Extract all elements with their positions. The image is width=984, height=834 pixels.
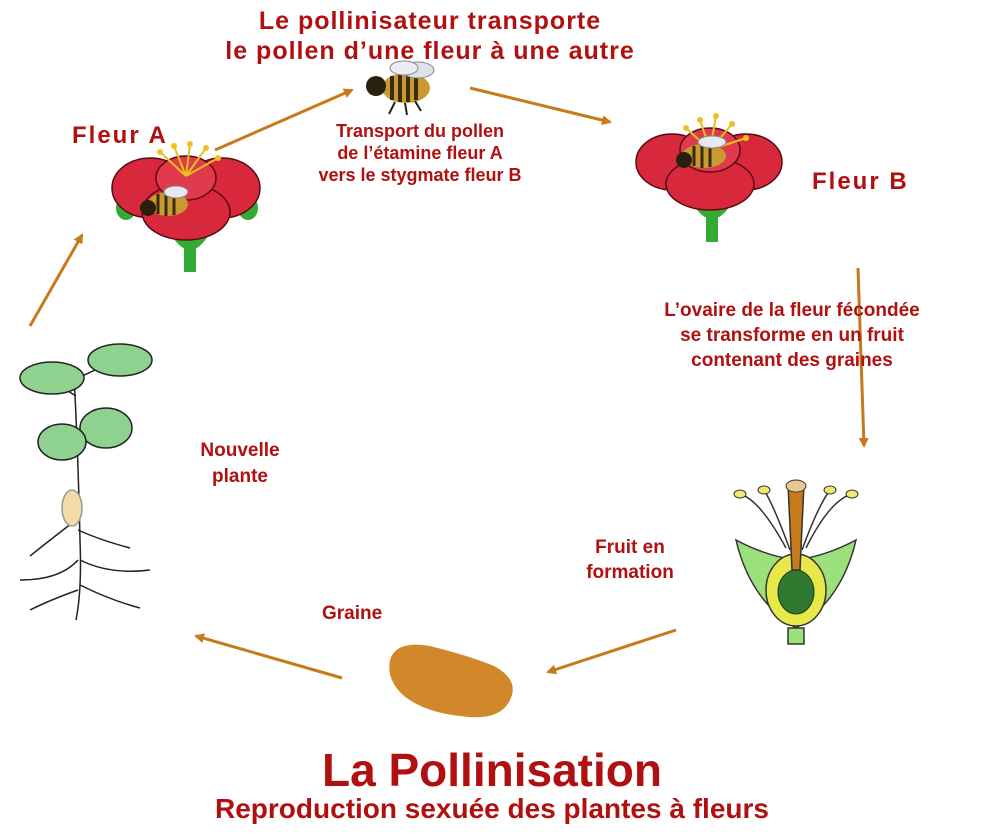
ovary-caption-line1: L’ovaire de la fleur fécondée: [612, 298, 972, 323]
transport-caption-line2: de l’étamine fleur A: [265, 142, 575, 164]
seed-icon: [389, 645, 513, 718]
arrow-graine-to-plante: [196, 636, 342, 678]
page-subtitle: Reproduction sexuée des plantes à fleurs: [0, 792, 984, 826]
new-plant-icon: [20, 344, 152, 620]
fruit-caption: Fruit en formation: [565, 535, 695, 585]
transport-caption: Transport du pollen de l’étamine fleur A…: [265, 120, 575, 186]
page-title: La Pollinisation: [0, 744, 984, 796]
flower-b-icon: [636, 113, 782, 242]
ovary-caption-line2: se transforme en un fruit: [612, 323, 972, 348]
graine-label: Graine: [322, 603, 382, 625]
arrow-plante-to-fleur-a: [30, 235, 82, 326]
fleur-a-label: Fleur A: [72, 122, 168, 150]
pollinator-caption-line1: Le pollinisateur transporte: [150, 6, 710, 36]
transport-caption-line1: Transport du pollen: [265, 120, 575, 142]
pollinator-caption-line2: le pollen d’une fleur à une autre: [150, 36, 710, 66]
arrow-bee-to-fleur-b: [470, 88, 610, 122]
ovary-caption: L’ovaire de la fleur fécondée se transfo…: [612, 298, 972, 373]
flower-a-icon: [112, 141, 260, 272]
new-plant-caption-line1: Nouvelle: [170, 438, 310, 464]
fruit-caption-line1: Fruit en: [565, 535, 695, 560]
fleur-b-label: Fleur B: [812, 168, 909, 196]
pollinator-caption: Le pollinisateur transporte le pollen d’…: [150, 6, 710, 66]
fruit-formation-icon: [734, 480, 858, 644]
arrow-fruit-to-graine: [548, 630, 676, 672]
new-plant-caption: Nouvelle plante: [170, 438, 310, 490]
fruit-caption-line2: formation: [565, 560, 695, 585]
ovary-caption-line3: contenant des graines: [612, 348, 972, 373]
transport-caption-line3: vers le stygmate fleur B: [265, 164, 575, 186]
new-plant-caption-line2: plante: [170, 464, 310, 490]
bee-icon: [366, 61, 434, 115]
